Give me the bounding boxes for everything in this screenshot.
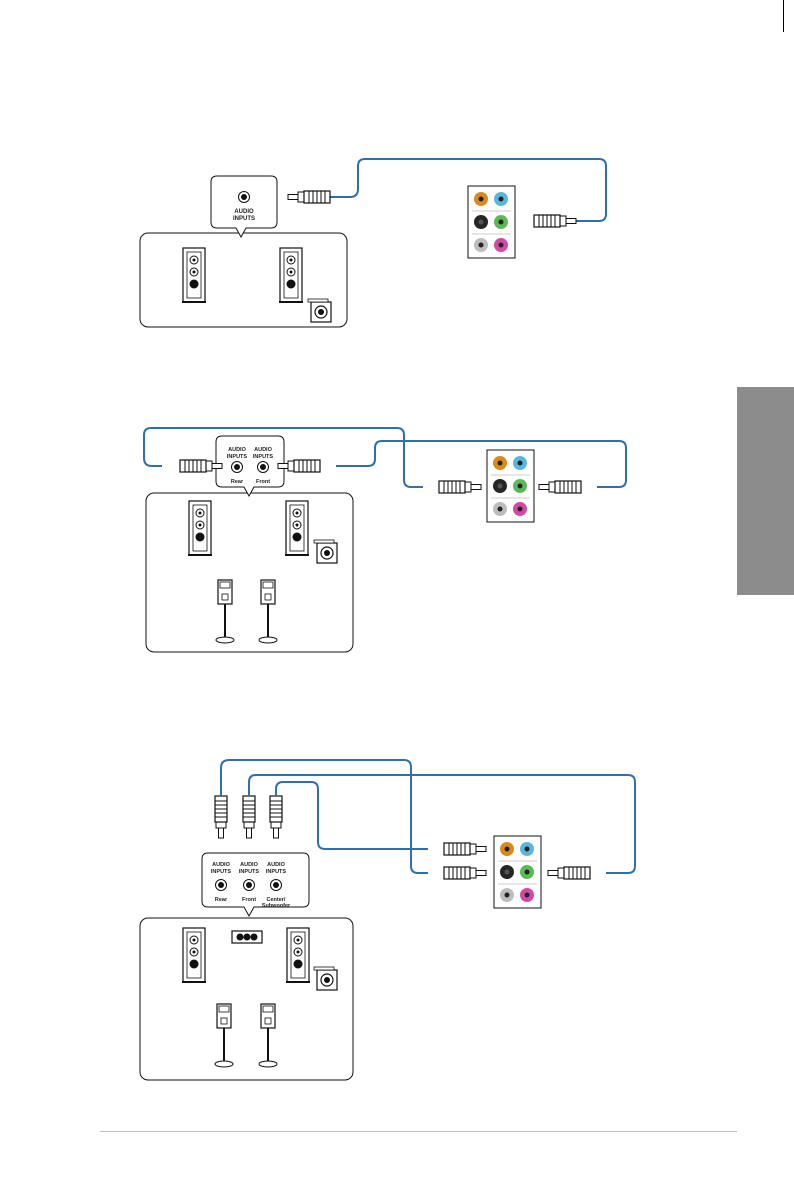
center-input-label-line1: AUDIO bbox=[267, 862, 285, 868]
center-input-label-line2: INPUTS bbox=[266, 869, 287, 875]
subwoofer-icon bbox=[308, 299, 331, 322]
audio-input-jack-icon bbox=[239, 192, 250, 203]
rear-input-label-line2: INPUTS bbox=[227, 454, 248, 460]
audio-plug-icon bbox=[548, 867, 590, 879]
front-input-caption: Front bbox=[256, 479, 270, 485]
rear-input-label-line1: AUDIO bbox=[228, 447, 246, 453]
audio-plug-icon bbox=[243, 796, 255, 838]
center-input-caption-line2: Subwoofer bbox=[262, 903, 291, 909]
front-left-speaker-icon bbox=[188, 501, 212, 555]
center-audio-cable bbox=[276, 782, 428, 849]
rear-input-caption: Rear bbox=[215, 897, 228, 903]
rear-input-label-line1: AUDIO bbox=[212, 862, 230, 868]
diagram-4-channel: AUDIO INPUTS AUDIO INPUTS Rear Front bbox=[144, 428, 626, 652]
audio-input-label-line1: AUDIO bbox=[234, 209, 254, 215]
front-input-label-line2: INPUTS bbox=[239, 869, 260, 875]
rear-input-caption: Rear bbox=[231, 479, 244, 485]
diagram-6-channel: AUDIO INPUTS AUDIO INPUTS AUDIO INPUTS R… bbox=[140, 760, 635, 1080]
front-input-jack-icon bbox=[258, 462, 269, 473]
right-speaker-icon bbox=[279, 248, 303, 302]
audio-plug-icon bbox=[270, 796, 282, 838]
audio-plug-icon bbox=[215, 796, 227, 838]
front-left-speaker-icon bbox=[182, 928, 206, 982]
front-input-jack-icon bbox=[244, 880, 255, 891]
audio-plug-icon bbox=[288, 191, 330, 203]
front-input-label-line1: AUDIO bbox=[254, 447, 272, 453]
rear-audio-panel bbox=[468, 186, 515, 258]
rear-audio-panel bbox=[487, 450, 534, 522]
speaker-panel bbox=[146, 493, 353, 652]
diagram-2-channel: AUDIO INPUTS bbox=[140, 159, 606, 327]
audio-plug-icon bbox=[539, 481, 581, 493]
front-input-label-line1: AUDIO bbox=[240, 862, 258, 868]
subwoofer-icon bbox=[314, 540, 337, 563]
front-input-caption: Front bbox=[242, 897, 256, 903]
subwoofer-icon bbox=[314, 967, 337, 990]
front-right-speaker-icon bbox=[286, 928, 310, 982]
audio-input-callout bbox=[211, 176, 277, 237]
left-speaker-icon bbox=[182, 248, 206, 302]
audio-plug-icon bbox=[444, 843, 486, 855]
audio-input-label-line2: INPUTS bbox=[233, 216, 255, 222]
rear-input-jack-icon bbox=[216, 880, 227, 891]
center-input-jack-icon bbox=[271, 880, 282, 891]
audio-plug-icon bbox=[439, 481, 481, 493]
audio-plug-icon bbox=[534, 215, 576, 227]
front-right-speaker-icon bbox=[285, 501, 309, 555]
rear-input-jack-icon bbox=[232, 462, 243, 473]
audio-input-callout bbox=[216, 436, 284, 496]
rear-audio-panel bbox=[494, 836, 541, 908]
audio-plug-icon bbox=[444, 867, 486, 879]
front-input-label-line2: INPUTS bbox=[253, 454, 274, 460]
center-speaker-icon bbox=[232, 931, 262, 943]
rear-input-label-line2: INPUTS bbox=[211, 869, 232, 875]
front-audio-cable bbox=[336, 441, 626, 487]
